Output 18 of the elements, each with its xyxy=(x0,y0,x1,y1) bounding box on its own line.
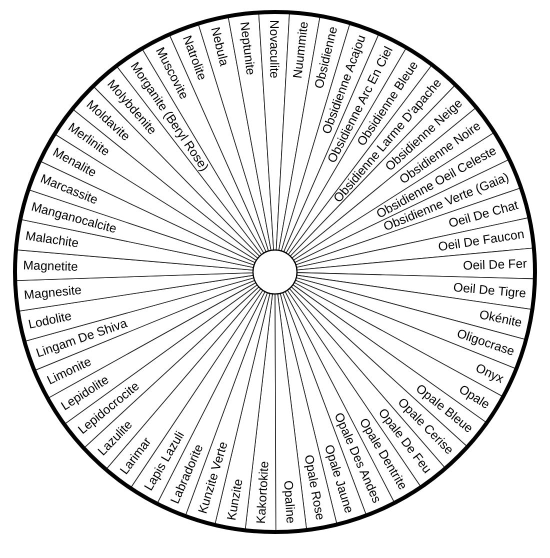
stone-name: Kakortokite xyxy=(254,460,272,524)
stone-name: Onyx xyxy=(474,360,506,386)
stone-name: Oeil De Fer xyxy=(462,256,528,273)
stone-name: Nebula xyxy=(208,26,232,68)
stone-name: Magnesite xyxy=(23,282,82,302)
stone-name: Okénite xyxy=(478,307,524,330)
center-circle xyxy=(252,249,298,295)
stone-name: Malachite xyxy=(24,228,80,250)
stone-name: Novaculite xyxy=(267,20,282,78)
stone-name: Opale Rose xyxy=(302,454,328,522)
stone-name: Lodolite xyxy=(27,308,73,332)
stone-name: Nuummite xyxy=(290,20,311,80)
stone-name: Neptunite xyxy=(237,21,258,76)
stone-name: Kunzite xyxy=(224,478,246,522)
stone-name: Magnetite xyxy=(22,258,78,274)
stone-name: Oeil De Tigre xyxy=(452,280,527,300)
stone-name: Oeil De Faucon xyxy=(437,227,526,254)
stone-name: Opaline xyxy=(281,480,298,524)
